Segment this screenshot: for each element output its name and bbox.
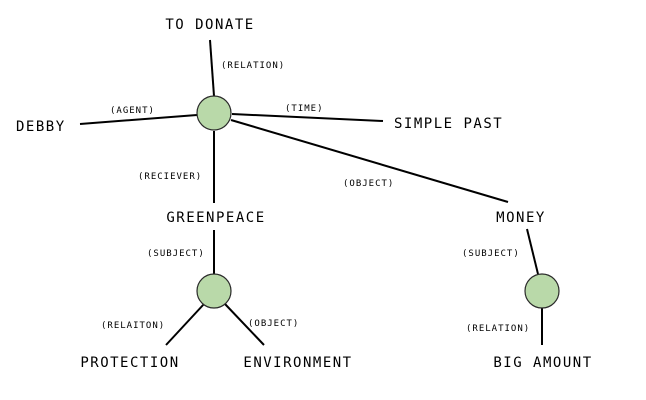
term-to-donate: TO DONATE [165,17,254,33]
term-simple-past: SIMPLE PAST [394,116,503,132]
relation-label-agent: (AGENT) [110,106,155,116]
relation-label-object-money: (OBJECT) [343,179,394,189]
relation-label-relaiton: (RELAITON) [101,321,165,331]
edge-sub-protection [165,303,205,346]
term-money: MONEY [496,210,546,226]
node-greenpeace-hub [196,273,232,309]
relation-label-time: (TIME) [285,104,324,114]
relation-label-amount: (RELATION) [466,324,530,334]
term-big-amount: BIG AMOUNT [493,355,592,371]
relation-labels: (RELATION) (AGENT) (TIME) (RECIEVER) (OB… [101,61,530,334]
term-greenpeace: GREENPEACE [166,210,265,226]
node-donate-hub [196,95,232,131]
edge-sub-environment [224,303,265,346]
term-protection: PROTECTION [80,355,179,371]
edge-money-sub [526,228,539,275]
term-environment: ENVIRONMENT [243,355,352,371]
relation-label-top: (RELATION) [221,61,285,71]
relation-label-object-environment: (OBJECT) [248,319,299,329]
term-debby: DEBBY [16,119,66,135]
edge-main-simple-past [231,113,384,122]
nodes [196,95,560,309]
relation-label-reciever: (RECIEVER) [138,172,202,182]
edge-main-to-donate [209,39,215,97]
term-labels: TO DONATE DEBBY SIMPLE PAST GREENPEACE M… [16,17,592,371]
edge-main-debby [79,114,198,125]
edge-main-money [230,119,509,203]
node-money-hub [524,273,560,309]
relation-label-subject-greenpeace: (SUBJECT) [147,249,205,259]
relation-label-subject-money: (SUBJECT) [462,249,520,259]
edges [79,39,543,346]
